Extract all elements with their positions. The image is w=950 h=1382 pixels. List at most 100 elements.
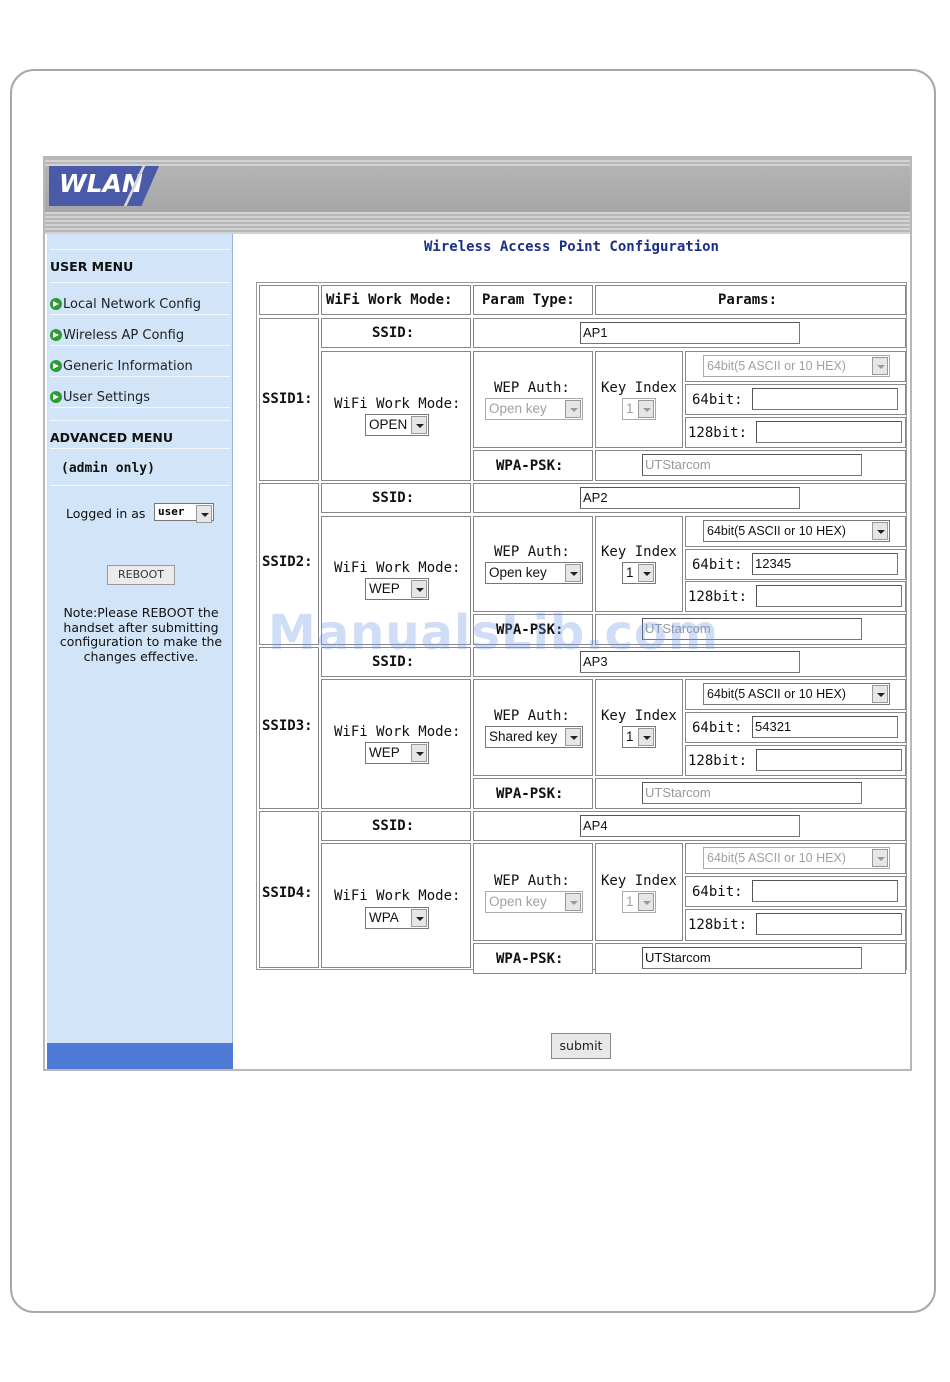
sidebar-divider bbox=[50, 376, 230, 377]
logged-in-label: Logged in as bbox=[66, 506, 146, 521]
ssid3-mode-cell: WiFi Work Mode: WEP bbox=[321, 679, 471, 809]
ssid3-key-index-cell: Key Index 1 bbox=[595, 679, 683, 776]
key-index-label: Key Index bbox=[601, 544, 677, 560]
ssid2-wpa-psk-input[interactable]: UTStarcom bbox=[642, 618, 862, 640]
ssid2-key128-cell: 128bit: bbox=[685, 581, 906, 612]
sidebar-item-generic-information[interactable]: Generic Information bbox=[50, 358, 193, 374]
arrow-bullet-icon bbox=[50, 391, 62, 403]
ssid1-key-index-select[interactable]: 1 bbox=[622, 398, 656, 420]
sidebar-divider bbox=[50, 420, 230, 421]
page-title: Wireless Access Point Configuration bbox=[423, 239, 719, 255]
ssid4-ssid-value-cell: AP4 bbox=[473, 811, 906, 841]
ssid3-wep-auth-select[interactable]: Shared key bbox=[485, 726, 583, 748]
chevron-down-icon bbox=[411, 744, 427, 762]
ssid4-mode-cell: WiFi Work Mode: WPA bbox=[321, 843, 471, 968]
ssid1-key128-input[interactable] bbox=[756, 421, 902, 443]
submit-button[interactable]: submit bbox=[551, 1033, 611, 1059]
sidebar-item-wireless-ap-config[interactable]: Wireless AP Config bbox=[50, 327, 184, 343]
ssid3-key-type-select[interactable]: 64bit(5 ASCII or 10 HEX) bbox=[703, 683, 890, 705]
ssid2-key128-input[interactable] bbox=[756, 585, 902, 607]
arrow-bullet-icon bbox=[50, 360, 62, 372]
ssid3-wep-auth-value: Shared key bbox=[489, 729, 558, 744]
ssid3-label-cell: SSID3: bbox=[259, 647, 319, 809]
chevron-down-icon bbox=[638, 893, 654, 911]
ssid3-key128-input[interactable] bbox=[756, 749, 902, 771]
ssid2-mode-select[interactable]: WEP bbox=[365, 578, 429, 600]
sidebar-divider bbox=[50, 249, 230, 250]
ssid2-wep-auth-value: Open key bbox=[489, 565, 547, 580]
arrow-bullet-icon bbox=[50, 329, 62, 341]
wlan-logo: WLAN bbox=[49, 166, 159, 206]
reboot-button[interactable]: REBOOT bbox=[107, 565, 175, 585]
ssid3-wpa-psk-input[interactable]: UTStarcom bbox=[642, 782, 862, 804]
ssid2-key64-input[interactable]: 12345 bbox=[752, 553, 898, 575]
ssid3-ssid-value-cell: AP3 bbox=[473, 647, 906, 677]
key128-label: 128bit: bbox=[688, 917, 748, 933]
ssid1-key64-input[interactable] bbox=[752, 388, 898, 410]
ssid3-key-index-select[interactable]: 1 bbox=[622, 726, 656, 748]
sidebar-item-label: Generic Information bbox=[63, 358, 193, 374]
ssid2-key-type-select[interactable]: 64bit(5 ASCII or 10 HEX) bbox=[703, 520, 890, 542]
ssid1-wpa-label-cell: WPA-PSK: bbox=[473, 450, 593, 481]
sidebar-item-label: Wireless AP Config bbox=[63, 327, 185, 343]
ssid4-wep-auth-select[interactable]: Open key bbox=[485, 891, 583, 913]
ssid2-wpa-value-cell: UTStarcom bbox=[595, 614, 906, 645]
ssid1-key-type-select[interactable]: 64bit(5 ASCII or 10 HEX) bbox=[703, 355, 890, 377]
key128-label: 128bit: bbox=[688, 425, 748, 441]
wep-auth-label: WEP Auth: bbox=[494, 873, 570, 889]
sidebar-item-local-network-config[interactable]: Local Network Config bbox=[50, 296, 201, 312]
ssid3-key-type-cell: 64bit(5 ASCII or 10 HEX) bbox=[685, 679, 906, 710]
ssid1-key-index-cell: Key Index 1 bbox=[595, 351, 683, 448]
chevron-down-icon bbox=[872, 357, 888, 375]
ssid4-wpa-psk-input[interactable]: UTStarcom bbox=[642, 947, 862, 969]
key-index-label: Key Index bbox=[601, 873, 677, 889]
chevron-down-icon bbox=[638, 564, 654, 582]
sidebar-footer-bar bbox=[47, 1043, 233, 1069]
sidebar-divider bbox=[50, 448, 230, 449]
chevron-down-icon bbox=[565, 564, 581, 582]
ssid1-label-cell: SSID1: bbox=[259, 318, 319, 481]
ssid2-ssid-input[interactable]: AP2 bbox=[580, 487, 800, 509]
header-param-cell: Param Type: bbox=[473, 285, 593, 315]
logged-in-user-select[interactable]: user bbox=[154, 503, 214, 523]
ssid4-key-type-select[interactable]: 64bit(5 ASCII or 10 HEX) bbox=[703, 847, 890, 869]
ssid4-mode-select[interactable]: WPA bbox=[365, 907, 429, 929]
key-index-label: Key Index bbox=[601, 380, 677, 396]
header-empty-cell bbox=[259, 285, 319, 315]
key64-label: 64bit: bbox=[692, 392, 743, 408]
advanced-menu-title: ADVANCED MENU bbox=[50, 430, 174, 445]
ssid4-ssid-label-cell: SSID: bbox=[321, 811, 471, 841]
ssid4-key128-cell: 128bit: bbox=[685, 909, 906, 941]
logged-in-user-value: user bbox=[158, 505, 185, 518]
header-param-label: Param Type: bbox=[482, 292, 575, 308]
ssid3-row-label: SSID3: bbox=[262, 718, 313, 734]
ssid4-key-index-cell: Key Index 1 bbox=[595, 843, 683, 941]
ssid-label: SSID: bbox=[372, 325, 415, 341]
ssid1-wep-auth-select[interactable]: Open key bbox=[485, 398, 583, 420]
ssid1-ssid-input[interactable]: AP1 bbox=[580, 322, 800, 344]
chevron-down-icon bbox=[411, 909, 427, 927]
wifi-mode-label: WiFi Work Mode: bbox=[334, 560, 461, 576]
user-menu-title: USER MENU bbox=[50, 259, 134, 274]
ssid4-key64-input[interactable] bbox=[752, 880, 898, 902]
sidebar-divider bbox=[50, 345, 230, 346]
ssid4-ssid-input[interactable]: AP4 bbox=[580, 815, 800, 837]
ssid4-key128-input[interactable] bbox=[756, 913, 902, 935]
ssid3-key64-input[interactable]: 54321 bbox=[752, 716, 898, 738]
ssid2-key-index-select[interactable]: 1 bbox=[622, 562, 656, 584]
ssid4-key-index-select[interactable]: 1 bbox=[622, 891, 656, 913]
ssid2-wep-auth-select[interactable]: Open key bbox=[485, 562, 583, 584]
sidebar-divider bbox=[50, 485, 230, 486]
ssid3-key128-cell: 128bit: bbox=[685, 745, 906, 776]
ssid4-wpa-label-cell: WPA-PSK: bbox=[473, 943, 593, 974]
sidebar-item-user-settings[interactable]: User Settings bbox=[50, 389, 150, 405]
chevron-down-icon bbox=[196, 505, 212, 523]
ssid3-ssid-input[interactable]: AP3 bbox=[580, 651, 800, 673]
ssid2-wpa-label-cell: WPA-PSK: bbox=[473, 614, 593, 645]
ssid3-mode-value: WEP bbox=[369, 745, 400, 760]
ssid1-wpa-psk-input[interactable]: UTStarcom bbox=[642, 454, 862, 476]
ssid1-mode-select[interactable]: OPEN bbox=[365, 414, 429, 436]
ssid3-mode-select[interactable]: WEP bbox=[365, 742, 429, 764]
reboot-note: Note:Please REBOOT the handset after sub… bbox=[59, 605, 223, 664]
ssid1-wep-auth-cell: WEP Auth: Open key bbox=[473, 351, 593, 448]
